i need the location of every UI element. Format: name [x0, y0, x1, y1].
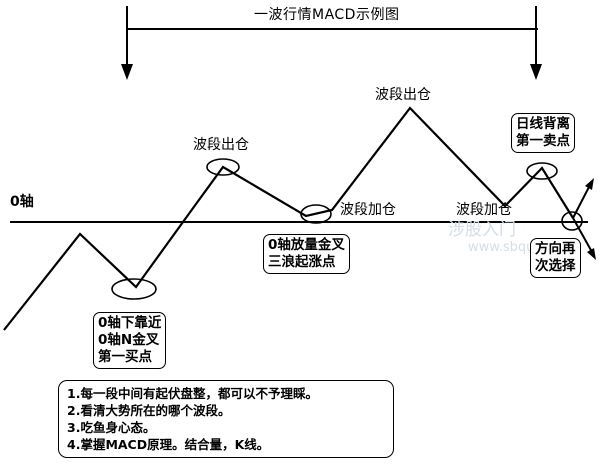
- left-down-arrow-icon: [121, 64, 133, 80]
- down-branch-arrow-icon: [587, 248, 596, 260]
- choice-box: 方向再 次选择: [530, 238, 581, 278]
- top-bracket: [126, 6, 538, 74]
- buy-point-1-circle: [111, 278, 157, 300]
- exit-label-1: 波段出仓: [193, 137, 249, 153]
- add-label-2: 波段加仓: [456, 202, 512, 218]
- buy-point-2-line-2: 三浪起涨点: [268, 254, 336, 270]
- wave-path: [3, 106, 574, 331]
- right-down-arrow-icon: [530, 64, 542, 80]
- notes-box: 1.每一段中间有起伏盘整，都可以不予理睬。 2.看清大势所在的哪个波段。 3.吃…: [58, 380, 394, 458]
- buy-point-2-line-1: 0轴放量金叉: [268, 237, 345, 253]
- choice-point-circle: [561, 211, 583, 231]
- watermark-sub-text: www.sbqu: [468, 240, 535, 255]
- buy-point-1-line-2: 0轴N金叉: [98, 332, 160, 348]
- up-branch-arrow-icon: [585, 178, 594, 190]
- choice-line-1: 方向再: [535, 241, 576, 257]
- note-1: 1.每一段中间有起伏盘整，都可以不予理睬。: [67, 386, 318, 401]
- diagram-title: 一波行情MACD示例图: [254, 7, 400, 23]
- sell-point-1-box: 日线背离 第一卖点: [511, 113, 575, 153]
- buy-point-1-line-3: 第一买点: [98, 349, 152, 365]
- add-label-1: 波段加仓: [340, 202, 396, 218]
- watermark-text: 涉股入门: [448, 220, 516, 240]
- buy-point-1-box: 0轴下靠近 0轴N金叉 第一买点: [93, 312, 167, 369]
- sell-point-1-line-2: 第一卖点: [516, 133, 570, 149]
- note-4: 4.掌握MACD原理。结合量，K线。: [67, 437, 270, 452]
- note-2: 2.看清大势所在的哪个波段。: [67, 403, 231, 418]
- note-3: 3.吃鱼身心态。: [67, 420, 156, 435]
- buy-point-2-circle: [300, 204, 332, 224]
- exit-point-1-circle: [206, 158, 240, 176]
- zero-axis-label: 0轴: [10, 194, 34, 210]
- sell-point-1-circle: [526, 162, 558, 180]
- buy-point-1-line-1: 0轴下靠近: [98, 315, 162, 331]
- exit-label-2: 波段出仓: [375, 87, 431, 103]
- buy-point-2-box: 0轴放量金叉 三浪起涨点: [263, 234, 350, 274]
- choice-line-2: 次选择: [535, 258, 576, 274]
- sell-point-1-line-1: 日线背离: [516, 116, 570, 132]
